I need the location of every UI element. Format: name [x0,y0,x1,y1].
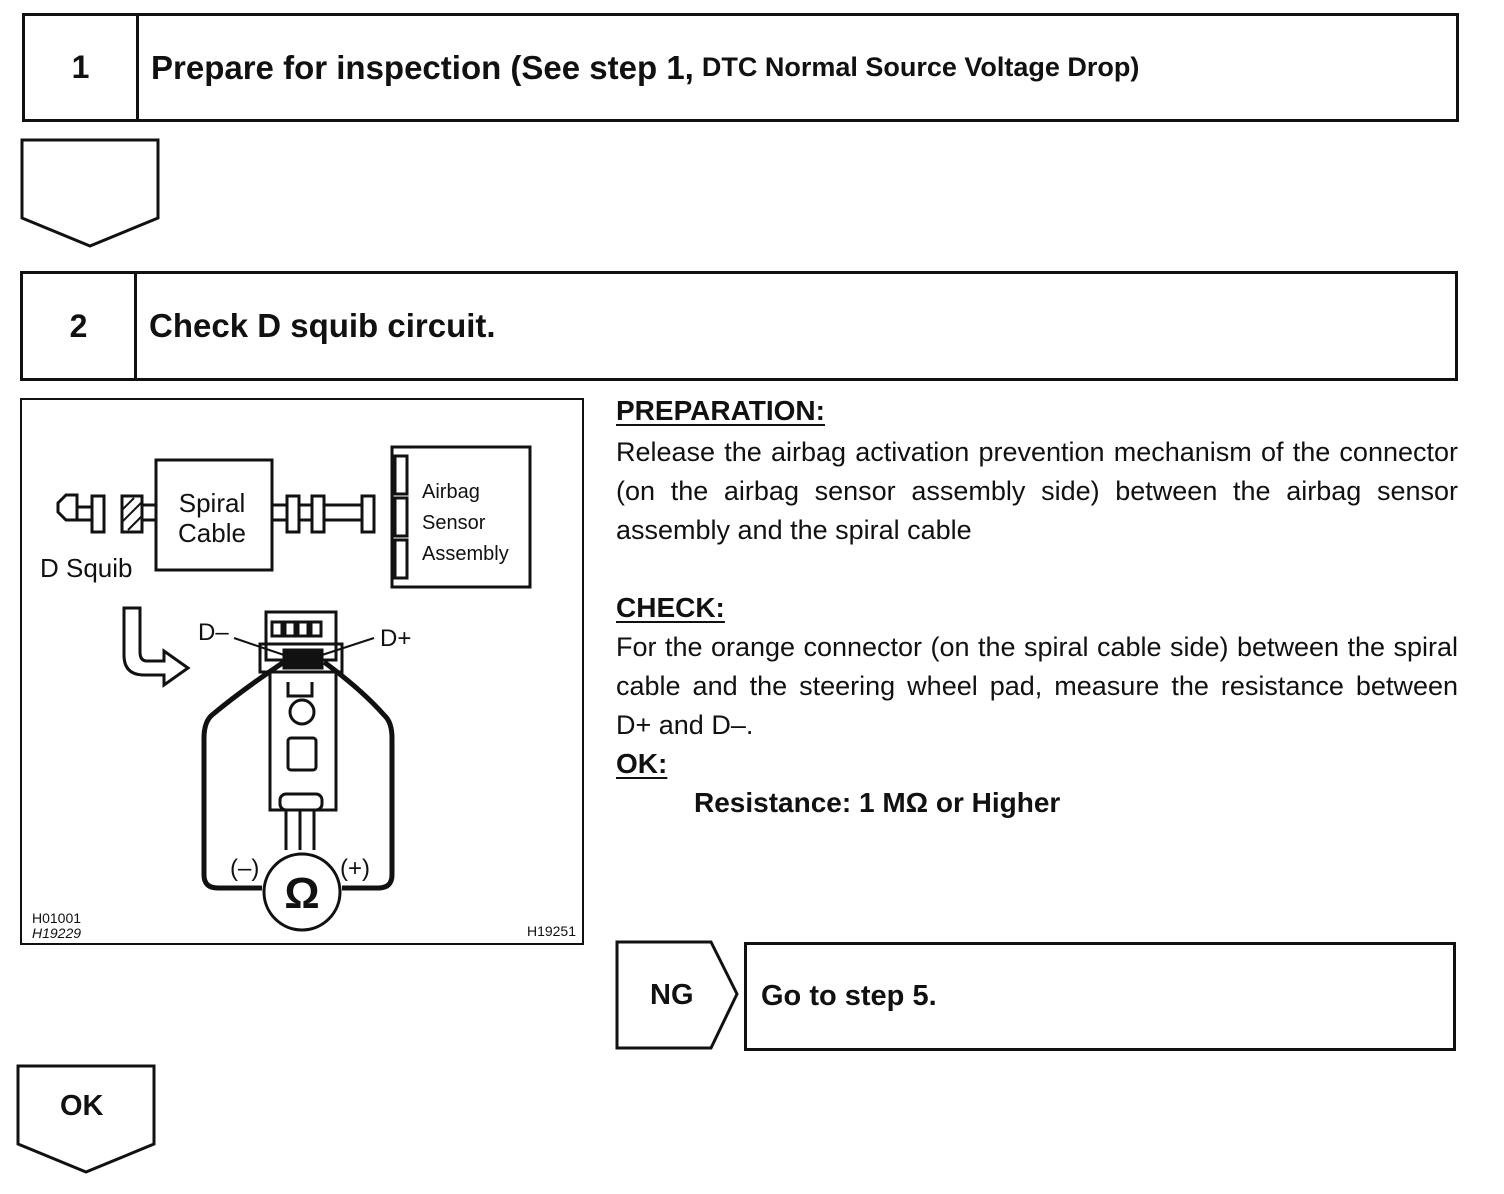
step-2-header: 2 Check D squib circuit. [20,271,1458,381]
sensor-label-3: Assembly [422,543,509,565]
d-plus-label: D+ [380,625,411,652]
spiral-cable-box [154,458,274,572]
figure-code-left-2: H19229 [32,925,81,941]
step-1-header: 1 Prepare for inspection (See step 1, DT… [22,13,1459,122]
step-2-number: 2 [23,274,137,378]
preparation-text: Release the airbag activation prevention… [616,437,1458,545]
ok-spec-value: Resistance: 1 MΩ or Higher [694,787,1061,818]
ok-spec-heading: OK: [616,748,668,779]
d-squib-label: D Squib [40,553,133,583]
figure-code-left-1: H01001 [32,910,81,926]
ng-action-text: Go to step 5. [761,980,937,1012]
airbag-sensor-box [390,445,532,589]
positive-probe-label: (+) [340,855,370,882]
step-1-title: Prepare for inspection (See step 1, DTC … [151,16,1139,119]
ohm-symbol-icon: Ω [284,869,319,918]
squib-circuit-figure: Spiral Cable Airbag Sensor Assembly D Sq… [20,398,584,945]
step-1-number: 1 [25,16,139,119]
spiral-label-1: Spiral [179,488,245,518]
squib-plug-shape [56,493,79,522]
step-2-title: Check D squib circuit. [149,307,496,344]
circuit-diagram: Spiral Cable Airbag Sensor Assembly D Sq… [32,445,576,941]
step-1-title-main: Prepare for inspection (See step 1, [151,48,694,86]
ng-arrow-icon [615,940,739,1050]
flow-down-arrow-icon [20,138,160,248]
spiral-label-2: Cable [178,518,246,548]
ohmmeter-circle [262,852,342,932]
check-text: For the orange connector (on the spiral … [616,632,1458,740]
sensor-label-2: Sensor [422,512,486,534]
curved-arrow [122,606,191,688]
check-heading: CHECK: [616,592,725,623]
squib-connector-a [90,494,106,534]
hatched-connector [120,494,144,534]
sensor-label-1: Airbag [422,481,480,503]
ok-result-arrow-icon [16,1064,156,1174]
negative-probe-label: (–) [230,855,259,882]
step-1-title-sub: DTC Normal Source Voltage Drop) [701,52,1140,82]
ng-label: NG [650,979,694,1011]
ng-action-box: Go to step 5. [744,942,1456,1051]
preparation-heading: PREPARATION: [616,395,825,426]
ok-result-label: OK [60,1090,104,1122]
d-minus-label: D– [198,619,229,646]
figure-code-right: H19251 [527,923,576,939]
